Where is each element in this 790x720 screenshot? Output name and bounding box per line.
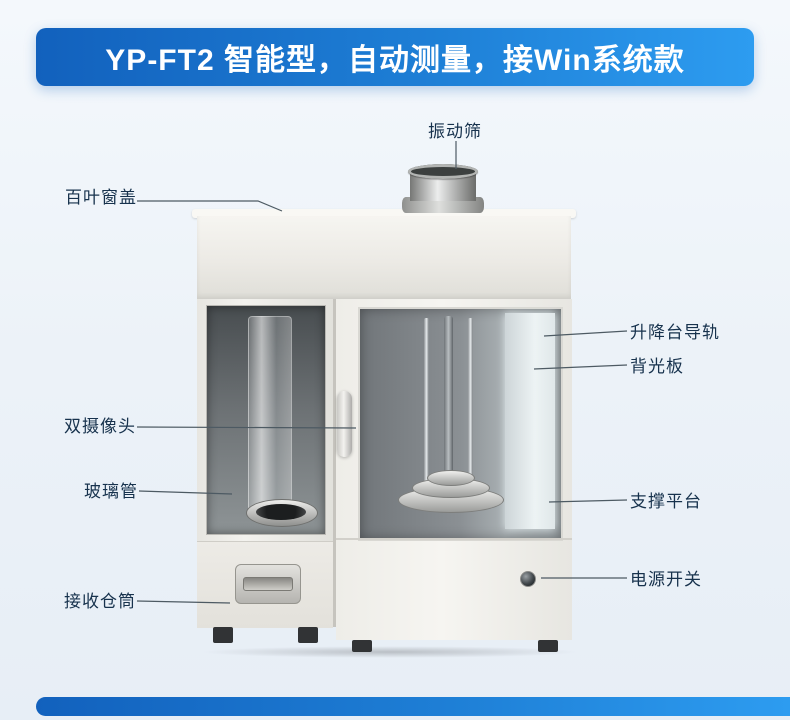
support-platform-disc-small — [427, 470, 475, 486]
cabinet-seam — [333, 299, 336, 627]
receiver-ring-inner — [256, 504, 306, 520]
lift-rail-right — [468, 318, 473, 496]
vibrating-sieve-rim — [408, 164, 478, 179]
page-title: YP-FT2 智能型，自动测量，接Win系统款 — [105, 44, 685, 77]
machine-base-shadow — [200, 646, 580, 658]
machine-foot — [352, 640, 372, 652]
label-support-platform: 支撑平台 — [630, 492, 702, 511]
label-glass-tube: 玻璃管 — [84, 482, 138, 501]
label-backlight-panel: 背光板 — [630, 357, 684, 376]
machine-foot — [298, 627, 318, 643]
footer-bar — [36, 697, 790, 716]
machine-top-lid — [192, 209, 576, 218]
glass-tube — [248, 316, 292, 516]
label-louver-cover: 百叶窗盖 — [65, 188, 137, 207]
power-switch — [520, 571, 536, 587]
title-banner: YP-FT2 智能型，自动测量，接Win系统款 — [36, 28, 754, 86]
label-vibrating-sieve: 振动筛 — [428, 122, 482, 141]
backlight-panel — [505, 313, 555, 529]
door-handle — [337, 391, 352, 457]
machine-foot — [538, 640, 558, 652]
label-lift-rail: 升降台导轨 — [630, 323, 720, 342]
right-cabinet-seam — [336, 538, 572, 540]
receiving-bin-handle-slot — [243, 577, 293, 591]
label-receiving-bin: 接收仓筒 — [64, 592, 136, 611]
lift-rail-left — [424, 318, 429, 496]
label-power-switch: 电源开关 — [630, 570, 702, 589]
lift-rail-center — [444, 316, 453, 496]
louver-cover-panel — [197, 216, 571, 299]
machine-foot — [213, 627, 233, 643]
label-dual-camera: 双摄像头 — [64, 417, 136, 436]
vibrating-sieve-flange — [402, 197, 484, 213]
